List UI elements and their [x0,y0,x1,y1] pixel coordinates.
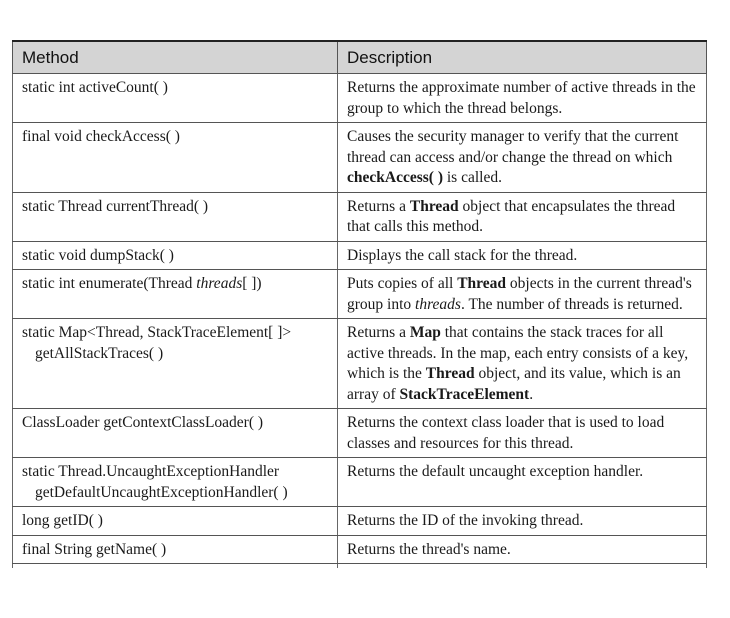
text-run: Returns a [347,324,410,341]
method-description: Returns the context class loader that is… [337,408,707,458]
method-signature: final String getName( ) [12,534,338,564]
method-signature: static Map<Thread, StackTraceElement[ ]>… [12,318,338,409]
table-row: static int activeCount( ) Returns the app… [12,73,707,123]
text-run: final void checkAccess( ) [22,128,180,145]
text-run: static int activeCount( ) [22,79,168,96]
bold-term: StackTraceElement [399,385,530,403]
table-header: Method Description [12,40,707,74]
text-run: . [529,385,534,403]
text-run: Returns the context class loader that is… [347,414,665,452]
method-description: Displays the call stack for the thread. [337,240,707,270]
text-run: is called. [442,169,502,186]
method-description: Returns the default uncaught exception h… [337,457,707,507]
text-run: getAllStackTraces( ) [35,344,164,362]
method-description: Puts copies of all Thread objects in the… [337,269,707,319]
text-run: object, and its value, which is an array… [347,365,681,403]
table-row: static Map<Thread, StackTraceElement[ ]>… [12,318,707,409]
text-run: static void dumpStack( ) [22,246,174,264]
text-run: [ ]) [242,275,262,292]
bold-term: Thread [457,275,507,292]
table-row: static void dumpStack( ) Displays the cal… [12,240,707,270]
column-header-description: Description [337,40,707,74]
text-run: static int enumerate(Thread [22,275,197,292]
table-row: static int enumerate(Thread threads[ ])P… [12,269,707,319]
method-signature: ClassLoader getContextClassLoader( ) [12,408,338,458]
text-run: final String getName( ) [22,540,167,558]
table-row: static Thread.UncaughtExceptionHandler ge… [12,457,707,507]
text-run: Returns the thread's name. [347,540,511,558]
bold-term: Thread [409,197,459,215]
text-run: static Thread.UncaughtExceptionHandler [22,463,280,480]
table-body: static int activeCount( ) Returns the app… [12,73,707,568]
bold-term: checkAccess( ) [347,169,443,186]
table-row: final String getName( ) Returns the threa… [12,534,707,564]
text-run: that contains the stack traces for all a… [347,324,689,382]
text-run: getDefaultUncaughtExceptionHandler( ) [35,483,288,501]
cutoff-cell [12,563,338,568]
method-signature-continuation: getDefaultUncaughtExceptionHandler( ) [22,483,328,504]
method-signature: final void checkAccess( ) [12,122,338,193]
table-row: ClassLoader getContextClassLoader( ) Retu… [12,408,707,458]
text-run: long getID( ) [22,512,103,529]
italic-term: threads [415,295,461,313]
table-row-cutoff [12,563,707,568]
text-run: Returns the approximate number of active… [347,79,696,117]
thread-methods-table: Method Description static int activeCoun… [12,40,707,568]
column-header-method: Method [12,40,338,74]
text-run: Returns the ID of the invoking thread. [347,512,584,529]
cutoff-cell [337,563,707,568]
method-table-container: Method Description static int activeCoun… [12,40,707,568]
method-signature: static void dumpStack( ) [12,240,338,270]
method-description: Returns the approximate number of active… [337,73,707,123]
method-signature: static Thread currentThread( ) [12,191,338,242]
table-row: static Thread currentThread( ) Returns a … [12,191,707,242]
text-run: Returns the default uncaught exception h… [347,463,644,480]
method-description: Returns the ID of the invoking thread. [337,506,707,536]
method-signature: static int activeCount( ) [12,73,338,123]
text-run: Displays the call stack for the thread. [347,246,578,264]
method-signature: static int enumerate(Thread threads[ ]) [12,269,338,319]
method-signature-continuation: getAllStackTraces( ) [22,344,328,365]
text-run: static Thread currentThread( ) [22,197,209,215]
text-run: Puts copies of all [347,275,458,292]
text-run: Causes the security manager to verify th… [347,128,679,166]
bold-term: Thread [425,365,475,382]
text-run: static Map<Thread, StackTraceElement[ ]> [22,324,292,341]
text-run: objects in the current thread's group in… [347,275,692,313]
method-description: Causes the security manager to verify th… [337,122,707,193]
bold-term: Map [409,324,441,341]
method-signature: static Thread.UncaughtExceptionHandler ge… [12,457,338,507]
text-run: ClassLoader getContextClassLoader( ) [22,414,264,431]
table-row: long getID( ) Returns the ID of the invok… [12,506,707,536]
method-description: Returns a Map that contains the stack tr… [337,318,707,409]
method-description: Returns the thread's name. [337,534,707,564]
italic-term: threads [196,275,243,292]
text-run: . The number of threads is returned. [460,295,683,313]
method-signature: long getID( ) [12,506,338,536]
table-row: final void checkAccess( ) Causes the secu… [12,122,707,193]
text-run: Returns a [347,197,410,215]
header-row: Method Description [12,40,707,74]
text-run: object that encapsulates the thread that… [347,197,676,236]
method-description: Returns a Thread object that encapsulate… [337,191,707,242]
